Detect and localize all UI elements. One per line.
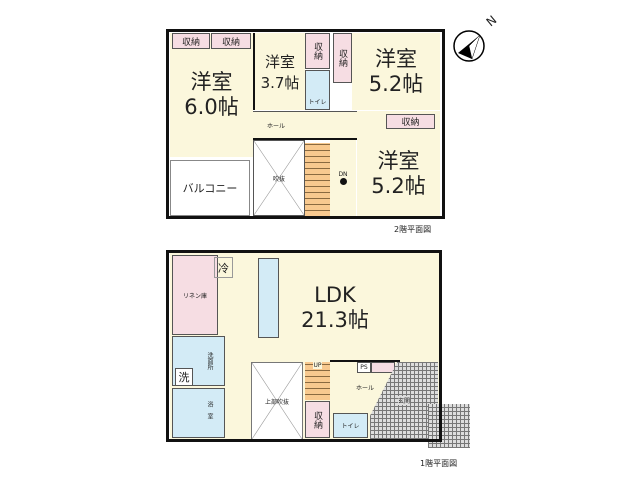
staircase-2f[interactable]	[305, 143, 330, 216]
room-western-3-7: 洋室 3.7帖	[253, 33, 305, 110]
atrium: 吹抜	[253, 140, 305, 216]
porch	[428, 404, 470, 448]
toilet-1f: トイレ	[333, 413, 368, 438]
storage: 収納	[386, 114, 435, 129]
hall-2f: ホール	[253, 111, 357, 140]
balcony: バルコニー	[170, 160, 250, 216]
atrium-cross	[254, 141, 304, 215]
upper-atrium: 上部吹抜	[251, 362, 303, 440]
fridge: 冷	[214, 257, 233, 278]
storage: 収納	[211, 33, 251, 49]
exterior-wall-2f	[166, 29, 445, 219]
kitchen-counter	[258, 258, 279, 338]
storage: 収納	[172, 33, 210, 49]
down-marker-icon	[339, 178, 347, 185]
north-arrow-icon	[453, 30, 485, 62]
atrium-cross	[252, 363, 302, 439]
staircase-1f[interactable]: UP	[305, 362, 330, 400]
exterior-wall-1f	[166, 250, 442, 442]
room-western-6: 洋室 6.0帖	[170, 33, 253, 157]
linen-storage: リネン庫	[172, 255, 218, 335]
room-western-5-2-north: 洋室 5.2帖	[352, 33, 440, 110]
stair-landing: DN	[330, 140, 356, 216]
toilet-2f: トイレ	[305, 70, 330, 110]
bathroom: 浴室	[172, 388, 225, 438]
washer: 洗	[175, 368, 193, 386]
pipe-space: PS	[357, 362, 371, 373]
storage: 収納	[305, 401, 330, 438]
storage: 収納	[333, 33, 352, 83]
storage: 収納	[305, 33, 330, 69]
floor1-caption: 1階平面図	[420, 459, 458, 468]
floor2-caption: 2階平面図	[394, 225, 432, 234]
